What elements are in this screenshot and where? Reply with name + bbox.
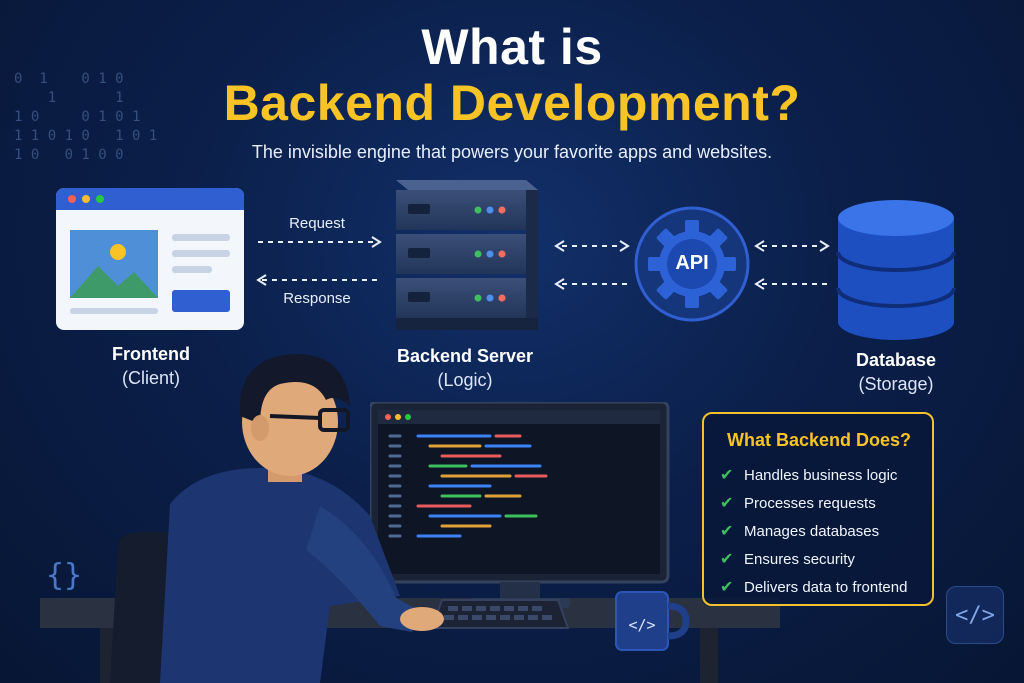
api-database-arrow-top bbox=[754, 240, 830, 252]
code-tag-icon: </> bbox=[946, 586, 1004, 644]
mug bbox=[615, 591, 690, 651]
monitor bbox=[370, 402, 670, 608]
list-item-label: Processes requests bbox=[744, 494, 876, 512]
backend-name: Backend Server bbox=[396, 346, 534, 366]
list-item-label: Manages databases bbox=[744, 522, 880, 540]
check-icon: ✔ bbox=[720, 523, 734, 540]
list-item-label: Ensures security bbox=[744, 550, 855, 568]
backend-role: (Logic) bbox=[437, 370, 493, 390]
check-icon: ✔ bbox=[720, 467, 734, 484]
list-item: ✔ Delivers data to frontend bbox=[720, 573, 918, 601]
frontend-role: (Client) bbox=[121, 368, 180, 388]
database-label: Database (Storage) bbox=[820, 348, 972, 396]
developer-person bbox=[110, 354, 444, 683]
server-api-arrow-top bbox=[554, 240, 630, 252]
mug-code-glyph: </> bbox=[628, 616, 656, 634]
backend-duties-box: What Backend Does? ✔ Handles business lo… bbox=[702, 412, 934, 606]
backend-server-icon bbox=[396, 180, 538, 330]
api-database-arrow-bottom bbox=[754, 278, 828, 290]
binary-decoration: 0 1 0 1 0 1 1 1 0 0 1 0 1 1 1 0 1 0 1 0 … bbox=[14, 71, 158, 163]
list-item: ✔ Ensures security bbox=[720, 545, 918, 573]
title-line-2: Backend Development? bbox=[223, 75, 801, 131]
frontend-browser-icon bbox=[56, 188, 244, 330]
database-name: Database bbox=[855, 350, 937, 370]
check-icon: ✔ bbox=[720, 551, 734, 568]
request-label: Request bbox=[289, 215, 345, 232]
list-item-label: Handles business logic bbox=[744, 466, 898, 484]
title-line-1: What is bbox=[421, 19, 603, 75]
server-api-arrow-bottom bbox=[554, 278, 628, 290]
api-gear-icon bbox=[634, 206, 750, 322]
list-item: ✔ Handles business logic bbox=[720, 461, 918, 489]
database-role: (Storage) bbox=[858, 374, 934, 394]
subtitle: The invisible engine that powers your fa… bbox=[251, 142, 773, 162]
frontend-name: Frontend bbox=[112, 344, 190, 364]
list-item-label: Delivers data to frontend bbox=[744, 578, 908, 596]
check-icon: ✔ bbox=[720, 495, 734, 512]
curly-braces-icon: {} bbox=[45, 558, 83, 593]
backend-duties-title: What Backend Does? bbox=[726, 430, 912, 450]
frontend-label: Frontend (Client) bbox=[66, 342, 236, 390]
response-arrow bbox=[256, 274, 378, 286]
request-arrow bbox=[258, 236, 382, 248]
backend-label: Backend Server (Logic) bbox=[370, 344, 560, 392]
response-label: Response bbox=[283, 290, 351, 307]
api-label: API bbox=[675, 252, 709, 274]
database-icon bbox=[836, 200, 956, 340]
list-item: ✔ Processes requests bbox=[720, 489, 918, 517]
check-icon: ✔ bbox=[720, 579, 734, 596]
keyboard bbox=[430, 599, 570, 629]
list-item: ✔ Manages databases bbox=[720, 517, 918, 545]
